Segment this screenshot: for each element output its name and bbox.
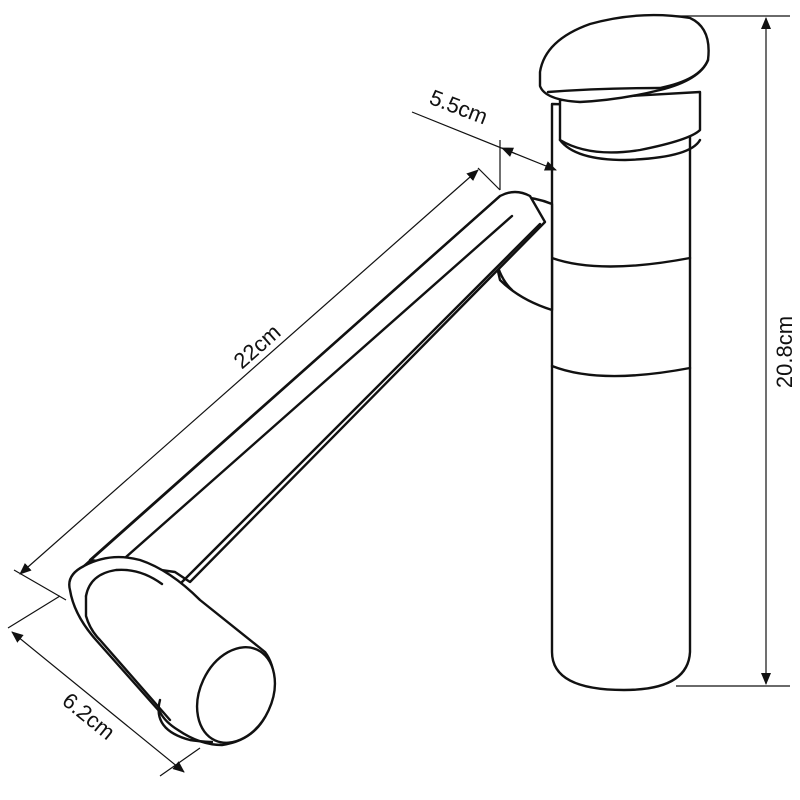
spout-offset-label: 5.5cm [426, 85, 491, 130]
dimension-arm-length: 22cm [13, 167, 501, 601]
spout-width-label: 6.2cm [58, 688, 120, 745]
height-label: 20.8cm [772, 316, 797, 388]
swivel-arm [82, 190, 547, 606]
dimension-height: 20.8cm [676, 15, 797, 687]
faucet-handle [538, 13, 710, 154]
faucet-body [550, 102, 702, 692]
